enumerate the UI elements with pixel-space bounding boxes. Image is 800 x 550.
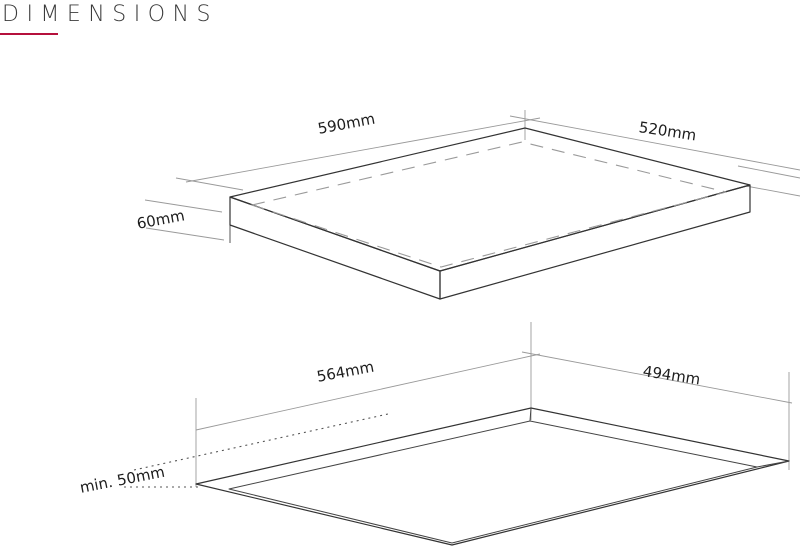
cutout-view <box>124 322 793 546</box>
appliance-top-inset-dashed <box>249 141 727 268</box>
page-title: DIMENSIONS <box>2 2 218 27</box>
cutout-inner-outline <box>228 420 758 544</box>
guide-left-mid <box>144 199 223 213</box>
cutout-guide-lines <box>195 322 790 487</box>
dimension-line-590 <box>185 117 541 183</box>
guide-left-upper <box>175 177 244 191</box>
appliance-front-left-face <box>229 196 441 300</box>
dimension-line-564 <box>195 353 541 431</box>
title-underline-rule <box>0 33 58 35</box>
rim-connector-right <box>756 460 790 468</box>
appliance-guide-lines <box>144 110 800 241</box>
guide-left-lower <box>145 227 225 241</box>
title-block: DIMENSIONS <box>0 0 300 46</box>
appliance-view <box>144 110 800 300</box>
appliance-front-right-face <box>439 184 751 300</box>
dimension-line-520 <box>509 115 800 171</box>
guide-right-lower <box>745 185 800 197</box>
rim-connector-back <box>529 407 532 422</box>
dimension-line-494 <box>521 351 793 404</box>
cutout-rim-connectors <box>529 407 790 468</box>
dimension-dotted-min50-upper <box>133 413 389 471</box>
guide-right-upper <box>737 165 800 179</box>
